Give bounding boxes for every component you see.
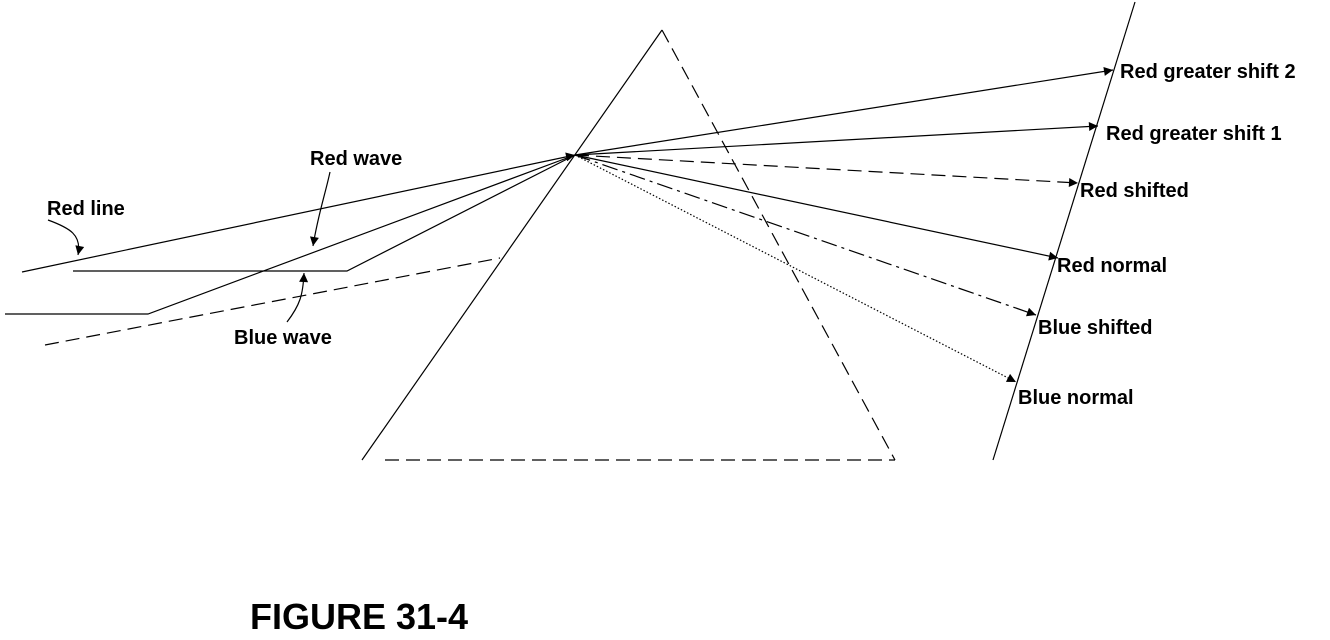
- prism: [361, 29, 896, 461]
- label-red-greater-shift-1: Red greater shift 1: [1106, 123, 1282, 145]
- red-line-leader-arrow: [47, 219, 85, 256]
- label-red-greater-shift-2: Red greater shift 2: [1120, 61, 1296, 83]
- ray-blue-shifted: [574, 154, 1037, 317]
- label-red-wave: Red wave: [310, 148, 402, 170]
- red-line-beam: [21, 152, 576, 273]
- label-blue-wave: Blue wave: [234, 327, 332, 349]
- prism-right-face: [661, 29, 896, 461]
- blue-wave-leader-arrow: [286, 272, 309, 323]
- ray-red-normal: [574, 154, 1059, 261]
- ray-red-shifted: [574, 154, 1079, 187]
- label-blue-normal: Blue normal: [1018, 387, 1134, 409]
- detector-screen-line: [992, 1, 1136, 461]
- red-wave-beam: [5, 154, 576, 315]
- label-blue-shifted: Blue shifted: [1038, 317, 1152, 339]
- ray-red-greater-shift-2: [574, 66, 1114, 156]
- label-red-line: Red line: [47, 198, 125, 220]
- ray-blue-normal: [574, 154, 1017, 383]
- label-red-shifted: Red shifted: [1080, 180, 1189, 202]
- blue-wave-beam: [73, 154, 576, 272]
- ray-red-greater-shift-1: [574, 122, 1099, 156]
- blue-incident-dashed-beam: [44, 257, 501, 346]
- label-red-normal: Red normal: [1057, 255, 1167, 277]
- red-wave-leader-arrow: [309, 171, 331, 247]
- prism-left-face: [361, 29, 663, 461]
- figure-caption: FIGURE 31-4: [250, 596, 468, 637]
